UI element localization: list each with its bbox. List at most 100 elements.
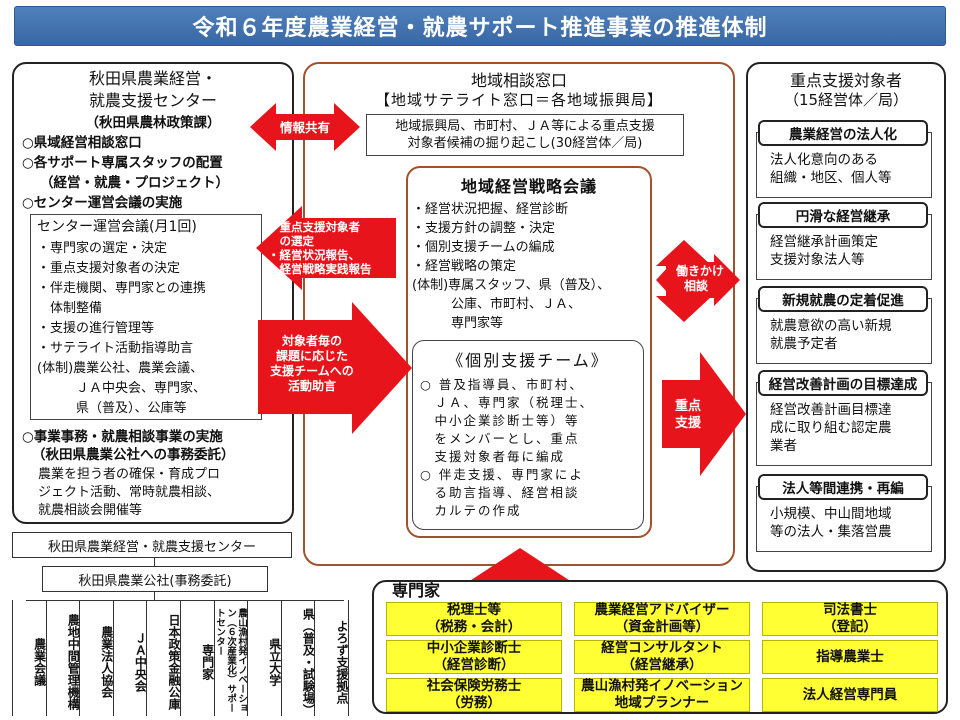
target-group-line: 等の法人・集落営農 [770,524,892,540]
expert-box-line: 中小企業診断士 [426,640,522,656]
left-heading-3: （秋田県農林政策課） [85,115,221,131]
target-group-line: 経営継承計画策定 [770,234,878,250]
left-heading-2: 就農支援センター [88,91,217,110]
advice-line: 支援チームへの [270,364,354,378]
strategy-line: ・個別支援チームの編成 [412,240,555,255]
center-desc-lines: 地域振興局、市町村、ＪＡ等による重点支援対象者候補の掘り起こし(30経営体／局) [367,118,683,152]
center-meeting-box: センター運営会議(月1回) ・専門家の選定・決定・重点支援対象者の決定・伴走機関… [30,214,262,420]
support-line: 支援 [674,416,701,431]
meeting-line: (体制)農業公社、農業会議、 [37,361,204,376]
target-group-line: 業者 [770,438,797,454]
expert-box-line: （資金計画等） [614,619,710,635]
center-heading-1: 地域相談窓口 [470,71,567,90]
target-group-line: 支援対象法人等 [770,252,865,268]
org-column: ＪＡ中央会 [114,600,148,716]
expert-box-line: 司法書士 [823,602,877,618]
left-item-2: ○各サポート専属スタッフの配置 [22,155,223,171]
meeting-line: ＪＡ中央会、専門家、 [37,381,207,396]
expert-box-line: 社会保険労務士 [426,678,522,694]
expert-box: 税理士等（税務・会計） [386,602,562,636]
meeting-line: ・専門家の選定・決定 [37,241,168,256]
center-label-box: 秋田県農業経営・就農支援センター [12,532,292,558]
target-group-line: 就農予定者 [770,336,838,352]
org-column: 農業法人協会 [80,600,114,716]
report-line: ・重点支援対象者 [268,220,360,234]
action-line: 相談 [683,279,708,293]
strategy-line: (体制)専属スタッフ、県（普及）、 [412,278,611,293]
expert-box-line: （経営診断） [433,657,515,673]
expert-box-line: 農山漁村発イノベーション [581,678,743,694]
report-line: ・経営状況報告、 [268,248,360,262]
expert-box-line: 法人経営専門員 [802,686,898,703]
connector-line-3 [26,600,344,601]
experts-heading: 専門家 [392,581,441,600]
page-title: 令和６年度農業経営・就農サポート推進事業の推進体制 [14,6,946,46]
right-heading-1: 重点支援対象者 [789,71,902,90]
expert-box: 農山漁村発イノベーション地域プランナー [574,678,750,712]
team-line: る助言指導、経営相談 [420,485,580,500]
center-heading-2: 【地域サテライト窓口＝各地域振興局】 [374,91,663,109]
connector-lines [154,558,155,566]
expert-box-line: 指導農業士 [816,648,884,665]
meeting-line: ・重点支援対象者の決定 [37,261,181,276]
team-line: ○ 普及指導員、市町村、 [420,377,584,392]
report-line: 経営戦略実践報告 [268,262,372,276]
expert-box-line: 地域プランナー [614,695,710,711]
left-item-4b: （秋田県農業公社への事務委託） [32,447,235,463]
left-item-4-lines: 農業を担う者の確保・育成プロジェクト活動、常時就農相談、就農相談会開催等 [38,466,220,520]
left-item-4: ○事業事務・就農相談事業の実施 [22,429,223,445]
meeting-line: ・支援の進行管理等 [37,321,155,336]
expert-box-line: （経営継承） [621,657,703,673]
expert-box: 法人経営専門員 [762,678,938,712]
target-group-line: 小規模、中山間地域 [770,506,892,522]
target-group-line: 就農意欲の高い新規 [770,318,892,334]
expert-box: 社会保険労務士（労務） [386,678,562,712]
action-lines: 働きかけ相談 [676,264,724,294]
team-title: 《個別支援チーム》 [447,351,609,370]
strategy-line: 専門家等 [412,316,504,331]
org-column: 県（普及・試験場） [282,600,316,716]
left-item-4-line: 農業を担う者の確保・育成プロ [38,467,221,482]
org-column: よろず支援拠点 [315,600,349,716]
org-column: 農地中間管理機構 [47,600,81,716]
team-line: 中小企業診断士等）等 [420,413,580,428]
advice-line: 課題に応じた [275,349,348,363]
strategy-title: 地域経営戦略会議 [460,177,597,196]
advice-lines: 対象者毎の課題に応じた支援チームへの活動助言 [264,334,360,394]
meeting-line: ・伴走機関、専門家との連携 [37,281,206,296]
org-column: 日本政策金融公庫 [147,600,181,716]
target-group-tab: 法人等間連携・再編 [758,474,928,500]
expert-box-line: （登記） [823,619,877,635]
strategy-lines: ・経営状況把握、経営診断・支援方針の調整・決定・個別支援チームの編成・経営戦略の… [412,200,610,333]
info-share-label: 情報共有 [279,120,330,135]
target-group-tab: 円滑な経営継承 [758,202,928,228]
strategy-line: ・経営戦略の策定 [412,259,517,274]
left-item-4-line: 就農相談会開催等 [38,503,143,518]
team-line: ＪＡ、専門家（税理士、 [420,395,595,410]
meeting-line: 県（普及）、公庫等 [37,401,187,416]
org-column: 農業会議 [13,600,47,716]
expert-box-line: （労務） [447,695,501,711]
left-item-4-line: ジェクト活動、常時就農相談、 [38,485,221,500]
kosha-label-box: 秋田県農業公社(事務委託) [42,566,268,592]
meeting-line: 体制整備 [37,301,103,316]
right-heading-2: （15経営体／局） [783,91,909,109]
target-group-line: 法人化意向のある [770,152,878,168]
strategy-line: ・支援方針の調整・決定 [412,221,556,236]
team-box [412,340,644,530]
team-line: カルテの作成 [420,503,522,518]
expert-box-line: （税務・会計） [426,619,522,635]
advice-line: 活動助言 [287,379,336,393]
left-item-3: ○センター運営会議の実施 [22,195,183,211]
expert-box-line: 税理士等 [447,602,501,618]
org-column: 専門家 [181,600,215,716]
expert-box-line: 農業経営アドバイザー [594,602,730,618]
target-group-tab: 農業経営の法人化 [758,120,928,146]
expert-box: 農業経営アドバイザー（資金計画等） [574,602,750,636]
center-desc-box: 地域振興局、市町村、ＪＡ等による重点支援対象者候補の掘り起こし(30経営体／局) [366,114,684,156]
left-item-1: ○県域経営相談窓口 [22,135,142,151]
left-item-2b: （経営・就農・プロジェクト） [40,175,229,191]
target-group-line: 組織・地区、個人等 [770,170,892,186]
target-group-tab: 経営改善計画の目標達成 [758,370,928,396]
